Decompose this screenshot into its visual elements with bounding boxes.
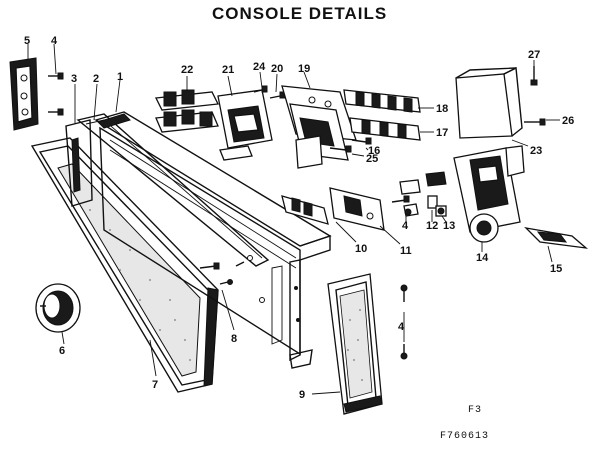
- part-11-bracket: [329, 187, 385, 231]
- part-16-screw-icon: [351, 137, 372, 145]
- part-17-switch-strip: [349, 117, 421, 141]
- part-15-clip: [524, 227, 589, 249]
- leader-lines: [27, 43, 560, 395]
- label-part-13: 13: [443, 220, 455, 232]
- screw-icon: [391, 195, 412, 216]
- small-switch-parts: [399, 171, 447, 217]
- part-7-front-panel: [30, 137, 219, 393]
- label-part-9: 9: [299, 389, 305, 401]
- label-part-11: 11: [400, 245, 412, 257]
- part-19-switch-bracket: [281, 85, 357, 169]
- label-part-4c: 4: [398, 321, 405, 333]
- part-22-switch-block: [154, 89, 220, 133]
- part-14-timer-motor: [453, 145, 525, 243]
- label-part-26: 26: [562, 115, 574, 127]
- label-part-5: 5: [24, 35, 30, 47]
- label-part-27: 27: [528, 49, 540, 61]
- label-part-6: 6: [59, 345, 65, 357]
- label-part-21: 21: [222, 64, 234, 76]
- part-26-screw-icon: [524, 118, 546, 126]
- label-part-17: 17: [436, 127, 448, 139]
- label-part-4: 4: [51, 35, 58, 47]
- label-part-7: 7: [152, 379, 158, 391]
- diagram-title: CONSOLE DETAILS: [212, 4, 387, 23]
- part-21-indicator-housing: [217, 89, 273, 161]
- part-3-trim-strip: [65, 119, 93, 207]
- label-part-8: 8: [231, 333, 237, 345]
- label-part-10: 10: [355, 243, 367, 255]
- label-part-23: 23: [530, 145, 542, 157]
- part-1-console-body: [94, 111, 332, 369]
- part-20-screw-icon: [269, 91, 286, 99]
- part-8-screw-icon: [199, 261, 245, 285]
- part-5-end-bracket: [9, 57, 39, 131]
- part-10-switch-module: [281, 195, 329, 225]
- part-18-switch-strip: [343, 89, 421, 113]
- part-13-bushing: [435, 205, 447, 217]
- label-part-14: 14: [476, 252, 489, 264]
- label-part-15: 15: [550, 263, 562, 275]
- part-12-spacer: [427, 195, 438, 209]
- part-9-side-panel: [327, 273, 383, 415]
- label-part-19: 19: [298, 63, 310, 75]
- label-part-25: 25: [366, 153, 378, 165]
- label-part-24: 24: [253, 61, 266, 73]
- part-labels: 5 4 3 2 1 22 21 24 20 19 18 17 16 25 27 …: [24, 35, 574, 401]
- part-25-screw-icon: [329, 145, 352, 153]
- label-part-4b: 4: [402, 220, 409, 232]
- part-27-screw-icon: [530, 66, 538, 86]
- label-part-22: 22: [181, 64, 193, 76]
- label-part-1: 1: [117, 71, 123, 83]
- label-part-18: 18: [436, 103, 448, 115]
- label-part-2: 2: [93, 73, 99, 85]
- label-part-16: 16: [368, 145, 380, 157]
- label-part-20: 20: [271, 63, 283, 75]
- part-23-cover: [455, 66, 523, 139]
- screw-icon: [400, 284, 408, 360]
- part-24-screw-icon: [253, 85, 268, 93]
- drawing-number: F760613: [440, 431, 489, 442]
- screw-icon: [48, 72, 64, 116]
- figure-label: F3: [468, 405, 482, 416]
- label-part-12: 12: [426, 220, 438, 232]
- label-part-3: 3: [71, 73, 77, 85]
- part-6-knob-icon: [35, 283, 81, 333]
